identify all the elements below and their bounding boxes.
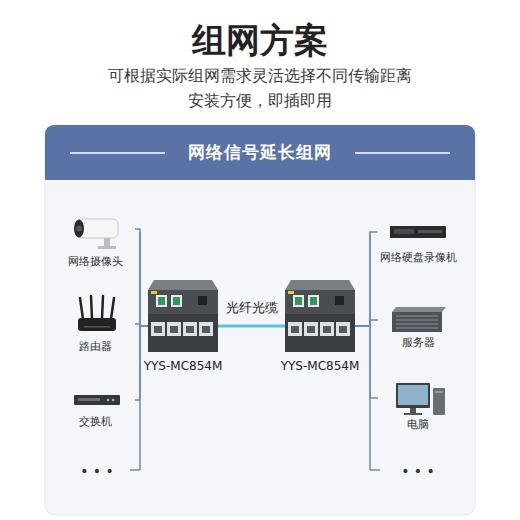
- computer-icon: [435, 391, 443, 393]
- node-label: YYS-MC854M: [281, 359, 360, 373]
- router-icon: [78, 318, 116, 331]
- header-band: 网络信号延长组网: [45, 125, 475, 180]
- network-link: [355, 232, 378, 326]
- server-icon: [396, 324, 438, 325]
- computer-icon: [410, 408, 416, 413]
- camera-icon: [104, 238, 110, 247]
- node-label: 网络信号延长组网: [188, 141, 332, 164]
- router-icon: [102, 296, 103, 319]
- subtitle: 可根据实际组网需求灵活选择不同传输距离: [0, 65, 520, 87]
- node-label: 服务器: [402, 336, 435, 350]
- nvr-icon: [390, 226, 446, 238]
- node-label: 交换机: [79, 415, 112, 429]
- nvr-icon: [390, 226, 446, 238]
- camera-icon: [74, 219, 118, 249]
- edge-label: 光纤光缆: [226, 300, 278, 316]
- bus-line: [370, 469, 380, 471]
- router-icon: [80, 298, 83, 319]
- server-icon: [396, 320, 438, 321]
- nvr-icon: [418, 230, 442, 233]
- card: [45, 125, 475, 515]
- node-label: 电脑: [407, 418, 429, 432]
- router-icon: [111, 298, 114, 319]
- device-node: 路由器: [55, 295, 135, 354]
- camera-icon: [74, 220, 84, 238]
- network-link: [135, 229, 148, 326]
- card: [45, 125, 475, 515]
- switch-icon: [78, 398, 100, 401]
- card: [355, 152, 450, 154]
- server-icon: [392, 307, 446, 312]
- computer-icon: [433, 388, 445, 415]
- ellipsis: • • •: [383, 461, 453, 481]
- nvr-icon: [394, 229, 414, 234]
- server-icon: [396, 316, 438, 328]
- router-icon: [84, 326, 110, 328]
- computer-icon: [404, 413, 422, 415]
- server-icon: [396, 316, 438, 317]
- server-icon: [392, 307, 446, 332]
- fiber-cable: [218, 325, 285, 328]
- server-icon: [392, 312, 442, 332]
- switch-icon: [74, 395, 120, 405]
- media-converter: [285, 280, 355, 352]
- node-label: 网络摄像头: [68, 255, 123, 269]
- network-link: [355, 320, 378, 326]
- router-icon: [78, 296, 116, 331]
- title: 组网方案: [0, 18, 520, 62]
- converter-node: YYS-MC854M: [285, 280, 355, 352]
- router-icon: [91, 296, 92, 319]
- subtitle: 安装方便，即插即用: [0, 90, 520, 112]
- computer-icon: [396, 383, 445, 415]
- switch-icon: [112, 399, 115, 402]
- device-node: 网络硬盘录像机: [378, 212, 459, 265]
- device-node: 电脑: [378, 375, 458, 432]
- bus-line: [130, 469, 140, 471]
- camera-icon: [76, 226, 82, 232]
- node-label: YYS-MC854M: [144, 359, 223, 373]
- ellipsis: • • •: [62, 461, 132, 481]
- node-label: 路由器: [79, 340, 112, 354]
- router-icon: [80, 296, 114, 319]
- device-node: 服务器: [378, 298, 458, 350]
- device-node: 交换机: [55, 385, 135, 429]
- computer-icon: [398, 385, 428, 405]
- server-icon: [396, 328, 438, 329]
- switch-icon: [107, 399, 110, 402]
- converter-node: YYS-MC854M: [148, 280, 218, 352]
- camera-icon: [98, 246, 116, 249]
- bus-line: [130, 232, 380, 470]
- computer-icon: [396, 383, 430, 408]
- media-converter: [148, 280, 218, 352]
- switch-icon: [74, 395, 120, 405]
- node-label: 网络硬盘录像机: [380, 251, 457, 265]
- device-node: 网络摄像头: [55, 205, 135, 269]
- card: [70, 152, 165, 154]
- card: [45, 125, 475, 180]
